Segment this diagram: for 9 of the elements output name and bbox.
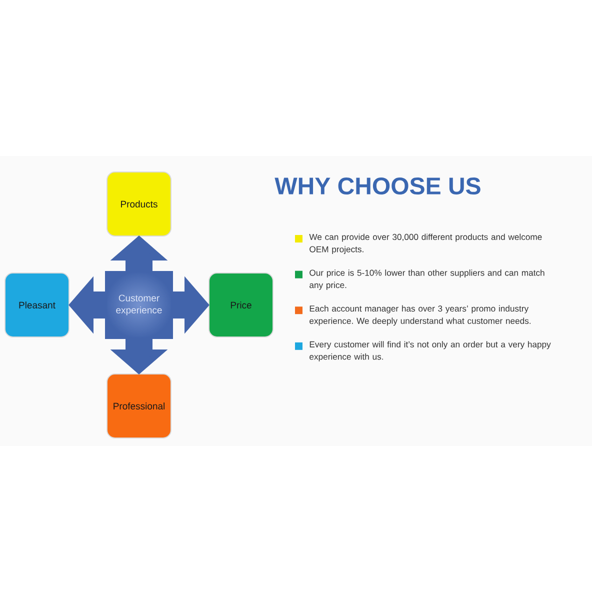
rounded-box: Products — [106, 172, 172, 236]
legend-text: We can provide over 30,000 different products and welcome OEM projects. — [309, 234, 542, 254]
legend-text: Each account manager has over 3 years’ promo industry experience. We deeply understand what customer needs. — [310, 305, 530, 326]
rounded-box: Pleasant — [4, 272, 70, 338]
rounded-box: Professional — [106, 374, 172, 438]
legend-text: Every customer will find it’s not only an order but a very happy experience with us. — [310, 341, 551, 362]
title: WHY CHOOSE US — [274, 178, 480, 194]
rounded-box: Price — [208, 272, 274, 338]
legend-text: Our price is 5-10% lower than other suppliers and can match any price. — [310, 270, 544, 290]
